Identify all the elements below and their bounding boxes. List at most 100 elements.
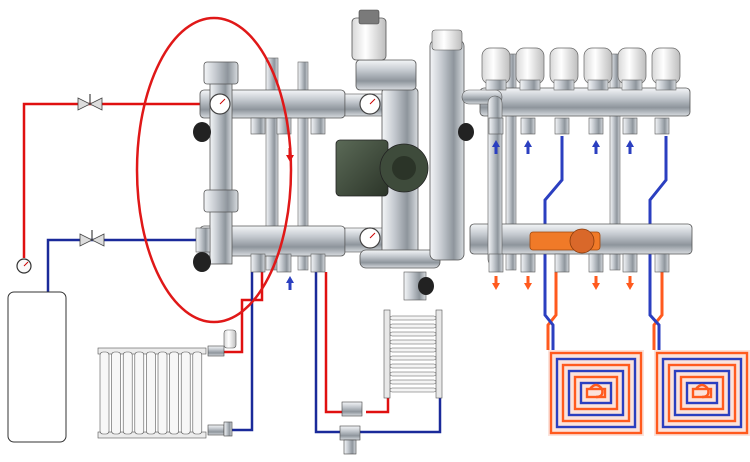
floor-loop-pipe-turn [549, 351, 643, 435]
supply-outlet-fitting [310, 117, 326, 135]
return-outlet-fitting [588, 253, 604, 273]
thermal-actuator-icon [583, 47, 613, 91]
radiator-icon [97, 347, 207, 439]
thermometer-gauge-icon [359, 93, 381, 115]
supply-flow-arrow-icon [524, 276, 532, 290]
return-flow-arrow-icon [592, 140, 600, 154]
towel-rail-valve-icon [339, 401, 363, 455]
balance-valve-icon [529, 228, 601, 254]
return-outlet-fitting [276, 253, 292, 273]
thermometer-gauge-icon [359, 227, 381, 249]
floor-loop-center [589, 383, 604, 399]
radiator-fin [157, 351, 168, 435]
return-outlet-fitting [654, 253, 670, 273]
supply-outlet-fitting [554, 117, 570, 135]
floor-loop-2 [654, 350, 750, 436]
radiator-fin [169, 351, 179, 435]
return-outlet-fitting [554, 253, 570, 273]
supply-outlet-fitting [488, 117, 504, 135]
towel-rail-bar [389, 379, 437, 385]
radiator-fin [111, 351, 121, 435]
return-outlet-fitting [520, 253, 536, 273]
towel-rail-return-pipe [314, 272, 345, 434]
floor-loop-pipe-turn [667, 363, 737, 423]
boiler-return-pipe [46, 238, 205, 292]
return-outlet-fitting [250, 253, 266, 273]
boiler-body [7, 291, 67, 443]
supply-outlet-fitting [520, 117, 536, 135]
towel-rail-bar [389, 347, 437, 353]
towel-rail-bar [389, 371, 437, 377]
floor-loop-pipe-turn [555, 357, 637, 429]
towel-rail-icon [383, 309, 443, 399]
separator-highlight-circle [135, 16, 293, 324]
towel-rail-bar [389, 331, 437, 337]
supply-ball-valve-icon [77, 94, 103, 111]
floor-loop-1 [548, 350, 644, 436]
supply-outlet-fitting [588, 117, 604, 135]
actuator-row [481, 47, 681, 91]
return-outlet-fitting [622, 253, 638, 273]
radiator-fin [99, 351, 110, 435]
return-flow-arrow-icon [286, 276, 294, 290]
return-outlet-fitting [310, 253, 326, 273]
radiator-fin [134, 351, 145, 435]
supply-manifold-bar [199, 87, 691, 119]
supply-outlet-fitting [250, 117, 266, 135]
outlet-fittings [250, 117, 670, 273]
radiator-fin [192, 351, 203, 435]
towel-rail-return-pipe-2 [360, 395, 442, 434]
circulation-pump-icon [335, 139, 429, 197]
loop1-return-feed [543, 136, 564, 350]
manifold-assembly [193, 9, 693, 301]
supply-flow-arrow-icon [492, 276, 500, 290]
floor-loop-pipe-turn [679, 375, 725, 411]
towel-rail-bar [389, 339, 437, 345]
pump-group [335, 9, 503, 301]
radiator-fin [122, 351, 133, 435]
floor-loop-pipe-turn [573, 375, 619, 411]
radiator-supply-valve-icon [207, 329, 237, 357]
thermometer-gauge-icon [209, 93, 231, 115]
floor-loop-pipe-turn [579, 381, 613, 405]
thermal-actuator-icon [481, 47, 511, 91]
floor-loop-feeds [543, 136, 668, 350]
floor-loop-center [695, 383, 710, 399]
floor-loop-pipe-turn [661, 357, 743, 429]
thermal-actuator-icon [515, 47, 545, 91]
loop2-return-feed [648, 136, 668, 350]
hydraulic-separator [193, 61, 239, 272]
floor-loop-pipe-turn [673, 369, 731, 417]
return-flow-arrow-icon [626, 140, 634, 154]
flow-arrows [286, 140, 634, 290]
loop2-supply-feed [652, 272, 664, 350]
towel-rail-bar [389, 363, 437, 369]
return-ball-valve-icon [79, 230, 105, 247]
thermal-actuator-icon [549, 47, 579, 91]
supply-outlet-fitting [654, 117, 670, 135]
towel-rail-bar [389, 315, 437, 321]
towel-rail-bar [389, 355, 437, 361]
boiler-supply-pipe [22, 102, 205, 258]
thermal-actuator-icon [651, 47, 681, 91]
floor-loop-pipe-turn [655, 351, 749, 435]
floor-loop-pipe-turn [561, 363, 631, 423]
boiler-pressure-gauge-icon [16, 258, 32, 274]
return-outlet-fitting [488, 253, 504, 273]
radiator-fin [146, 351, 156, 435]
radiator-fin [180, 351, 191, 435]
return-flow-arrow-icon [524, 140, 532, 154]
radiator-return-valve-icon [207, 421, 233, 437]
supply-flow-arrow-icon [626, 276, 634, 290]
mounting-bracket-right [505, 53, 621, 271]
towel-rail-supply-pipe [324, 272, 346, 414]
loop1-supply-feed [546, 272, 558, 350]
towel-rail-bar [389, 387, 437, 393]
boiler [7, 258, 67, 443]
towel-rail-bar [389, 323, 437, 329]
supply-flow-arrow-icon [592, 276, 600, 290]
supply-outlet-fitting [622, 117, 638, 135]
floor-loop-pipe-turn [567, 369, 625, 417]
